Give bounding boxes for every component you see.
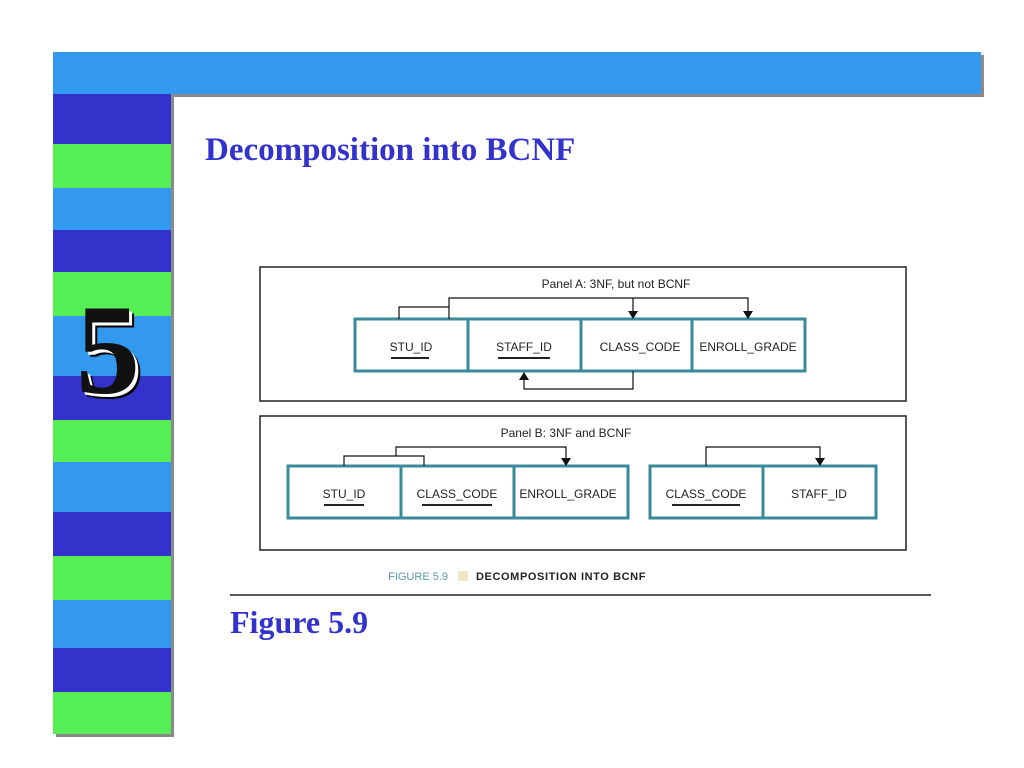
stripe-green (53, 556, 171, 600)
attr-staff-id: STAFF_ID (496, 340, 552, 354)
stripe-dark-blue (53, 512, 171, 556)
stripe-dark-blue (53, 94, 171, 144)
stripe-green (53, 272, 171, 316)
arrowhead (519, 372, 529, 380)
bcnf-diagram: Panel A: 3NF, but not BCNF STU_ID STAFF_… (230, 266, 931, 596)
panel-b-dependency-arrows (343, 446, 567, 466)
stripe-light-blue (53, 316, 171, 376)
figure-caption-text: DECOMPOSITION INTO BCNF (476, 571, 646, 583)
attr-stu-id: STU_ID (323, 487, 366, 501)
panel-b-table-1 (286, 464, 630, 520)
stripe-green (53, 420, 171, 462)
figure-caption-number: FIGURE 5.9 (388, 571, 448, 583)
stripe-green (53, 144, 171, 188)
panel-a-table (353, 317, 807, 373)
attr-class-code: CLASS_CODE (417, 487, 498, 501)
arrowhead (561, 458, 571, 466)
stripe-light-blue (53, 188, 171, 230)
panel-a-frame (259, 266, 907, 402)
panel-a-reverse-dependency (523, 371, 634, 390)
panel-b-frame (259, 415, 907, 551)
arrowhead (815, 458, 825, 466)
caption-square-icon (458, 571, 468, 581)
panel-b-table-2 (648, 464, 878, 520)
stripe-dark-blue (53, 230, 171, 272)
slide-title: Decomposition into BCNF (205, 132, 576, 168)
panel-b-label: Panel B: 3NF and BCNF (501, 426, 632, 440)
panel-a-label: Panel A: 3NF, but not BCNF (542, 277, 691, 291)
left-stripe-bar (53, 94, 171, 734)
attr-enroll-grade: ENROLL_GRADE (699, 340, 796, 354)
attr-enroll-grade: ENROLL_GRADE (519, 487, 616, 501)
figure-title: Figure 5.9 (230, 604, 369, 640)
stripe-dark-blue (53, 376, 171, 420)
attr-stu-id: STU_ID (390, 340, 433, 354)
stripe-light-blue (53, 600, 171, 648)
panel-b-dependency-arrows (705, 446, 821, 466)
attr-staff-id: STAFF_ID (791, 487, 847, 501)
top-banner-bar (53, 52, 981, 94)
panel-a-dependency-arrows (398, 297, 749, 319)
arrowhead (628, 311, 638, 319)
stripe-dark-blue (53, 648, 171, 692)
chapter-number: 5 (76, 279, 140, 421)
attr-class-code: CLASS_CODE (600, 340, 681, 354)
stripe-light-blue (53, 462, 171, 512)
arrowhead (743, 311, 753, 319)
attr-class-code: CLASS_CODE (666, 487, 747, 501)
stripe-green (53, 692, 171, 734)
